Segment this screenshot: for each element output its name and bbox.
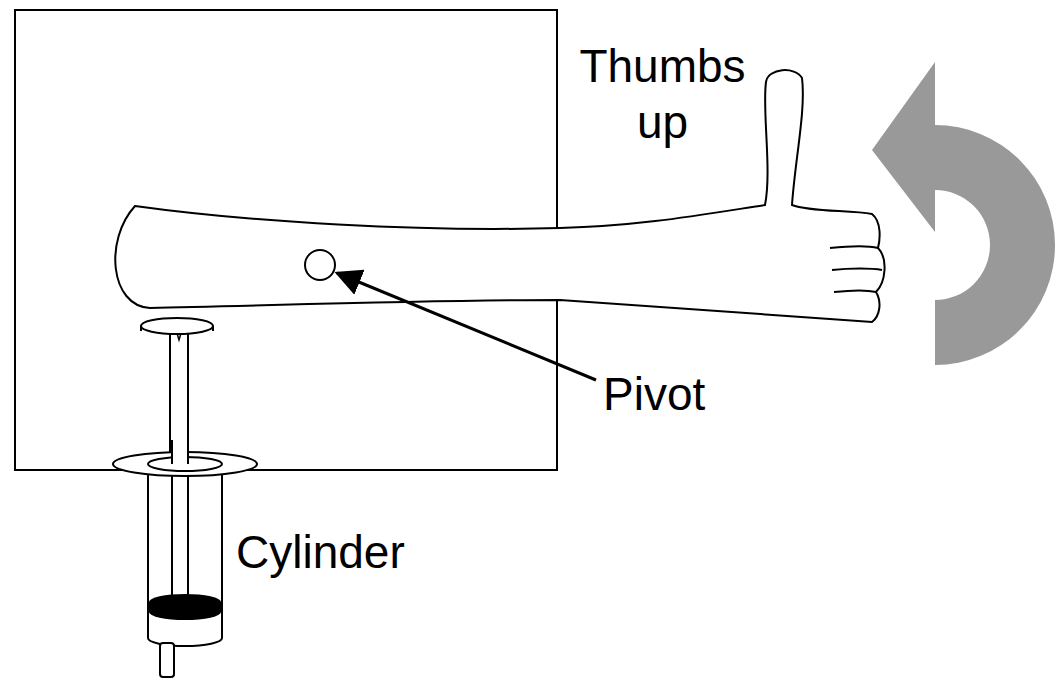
leader-arrow (337, 273, 596, 380)
cylinder-body (148, 470, 222, 646)
knuckles (830, 247, 882, 293)
arm (115, 70, 884, 322)
nozzle (160, 643, 174, 677)
part-label: Thumbs up (565, 38, 760, 150)
part-label: Cylinder (236, 524, 466, 580)
pivot-pin (305, 250, 335, 280)
push-disk (141, 318, 213, 334)
part-label: Pivot (603, 366, 763, 422)
rotation-arrow (872, 62, 1055, 365)
